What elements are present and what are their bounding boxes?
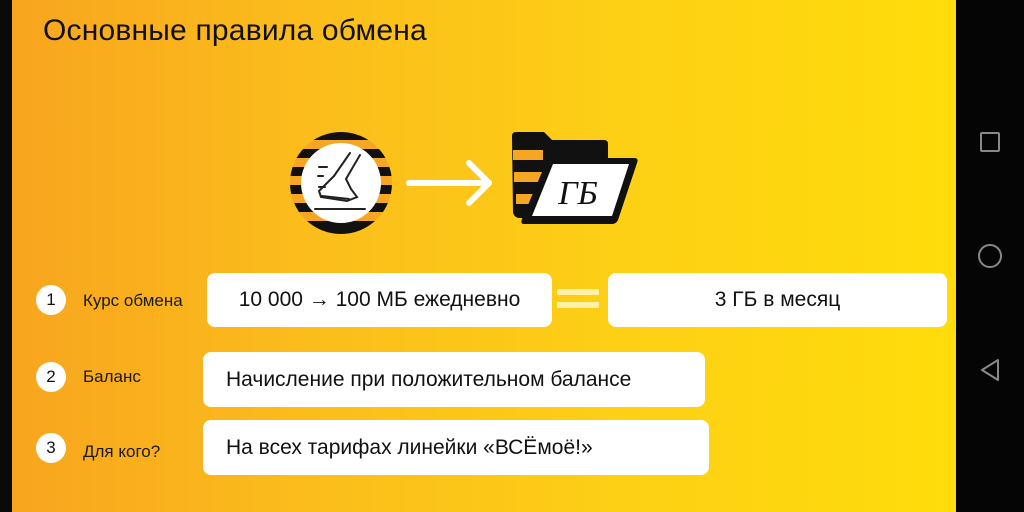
monthly-result-box: 3 ГБ в месяц xyxy=(608,273,947,327)
rule-number-1: 1 xyxy=(36,285,66,315)
slide-title: Основные правила обмена xyxy=(43,14,427,47)
arrow-right-icon xyxy=(406,160,492,206)
balance-box: Начисление при положительном балансе xyxy=(203,352,705,407)
rule-number-2: 2 xyxy=(36,362,66,392)
rule-label-exchange-rate: Курс обмена xyxy=(83,291,183,310)
back-button[interactable] xyxy=(956,345,1024,395)
rule-label-for-whom: Для кого? xyxy=(83,442,161,461)
running-shoe-icon xyxy=(290,132,392,234)
exchange-rate-box: 10 000 → 100 МБ ежедневно xyxy=(207,273,552,327)
home-button[interactable] xyxy=(956,231,1024,281)
tariffs-box: На всех тарифах линейки «ВСЁмоё!» xyxy=(203,420,709,475)
triangle-back-icon xyxy=(981,359,999,381)
presentation-slide: Основные правила обмена xyxy=(12,0,956,512)
recents-button[interactable] xyxy=(956,117,1024,167)
folder-gb-icon: ГБ xyxy=(512,132,638,224)
circle-icon xyxy=(978,244,1002,268)
square-icon xyxy=(980,132,1000,152)
rule-number-3: 3 xyxy=(36,433,66,463)
android-navigation-bar xyxy=(956,0,1024,512)
screen-left-edge xyxy=(0,0,12,512)
equals-sign-icon xyxy=(557,289,599,309)
rule-label-balance: Баланс xyxy=(83,367,141,386)
svg-text:ГБ: ГБ xyxy=(557,175,597,212)
